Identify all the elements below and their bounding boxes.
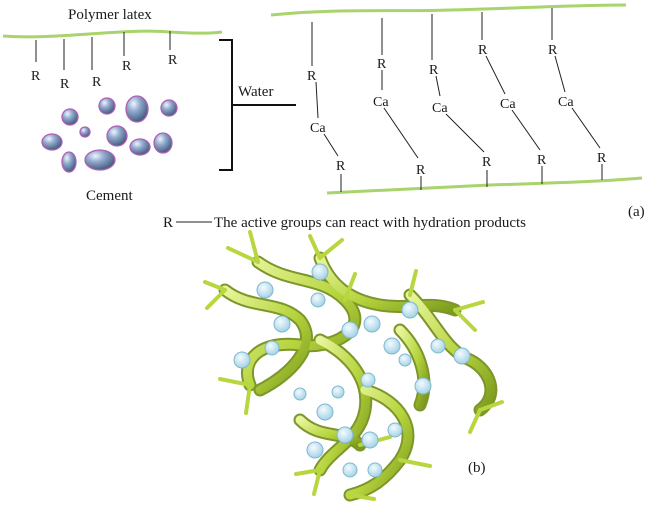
ca-label: Ca [373,95,389,110]
r-group-label: R [336,159,346,174]
r-group-label: R [482,155,492,170]
crosslinks [311,8,603,192]
r-group-label: R [60,77,70,92]
legend: R The active groups can react with hydra… [163,215,526,231]
hydration-products [233,263,471,478]
ca-label: Ca [500,97,516,112]
ca-label: Ca [310,121,326,136]
network-struts [203,230,504,502]
crosslink-labels: R Ca R R Ca R R Ca R R Ca R R Ca R [307,43,607,178]
polymer-chain-top [270,3,627,17]
r-group-label: R [597,151,607,166]
r-group-label: R [416,163,426,178]
r-group-label: R [537,153,547,168]
panel-a-right: R Ca R R Ca R R Ca R R Ca R R Ca R (a) [270,3,645,220]
panel-b-label: (b) [468,460,486,476]
r-group-label: R [31,69,41,84]
bracket [219,39,233,171]
water-bracket: Water [219,39,296,171]
r-group-label: R [429,63,439,78]
panel-a-label: (a) [628,204,645,220]
r-group-label: R [168,53,178,68]
legend-text: The active groups can react with hydrati… [214,215,526,231]
polymer-chain-left [2,29,223,39]
r-group-label: R [307,69,317,84]
legend-symbol: R [163,215,173,231]
r-group-label: R [122,59,132,74]
ca-label: Ca [432,101,448,116]
r-groups-left: R R R R R [31,31,178,92]
r-group-label: R [548,43,558,58]
panel-a-left: Polymer latex R R R R R Cement [2,7,223,204]
cement-label: Cement [86,188,133,204]
water-label: Water [238,84,273,100]
cement-particles [41,95,178,173]
panel-b-network: (b) [203,230,504,502]
polymer-chain-bottom [326,176,643,195]
r-group-label: R [478,43,488,58]
r-group-label: R [377,57,387,72]
polymer-latex-label: Polymer latex [68,7,152,23]
ca-label: Ca [558,95,574,110]
r-group-label: R [92,75,102,90]
